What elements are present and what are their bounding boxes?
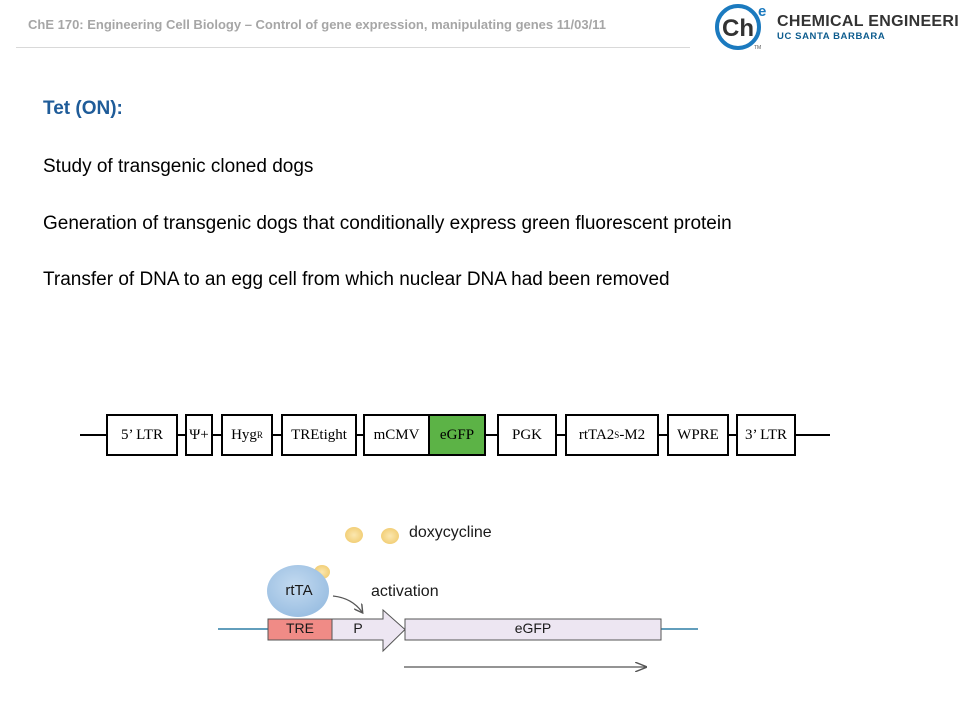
- construct-backbone: [486, 434, 497, 436]
- bullet-3: Transfer of DNA to an egg cell from whic…: [43, 269, 670, 290]
- construct-pgk: PGK: [497, 414, 557, 456]
- logo-superscript: e: [758, 3, 766, 20]
- logo-tm: TM: [754, 45, 761, 51]
- doxycycline-label: doxycycline: [409, 524, 492, 541]
- construct-backbone: [213, 434, 221, 436]
- logo-mark-text: Ch: [722, 15, 754, 42]
- promoter-arrow: [331, 608, 406, 653]
- egfp-gene: [404, 618, 662, 641]
- construct-wpre: WPRE: [667, 414, 729, 456]
- construct-backbone: [357, 434, 363, 436]
- slide-title: Tet (ON):: [43, 98, 123, 119]
- doxycycline-molecule: [345, 527, 363, 543]
- slide-header: ChE 170: Engineering Cell Biology – Cont…: [28, 17, 606, 32]
- construct-backbone: [273, 434, 281, 436]
- header-divider: [16, 47, 690, 48]
- construct-psi: Ψ+: [185, 414, 213, 456]
- egfp-label: eGFP: [514, 620, 552, 636]
- activation-label: activation: [371, 583, 439, 600]
- promoter-label: P: [353, 620, 363, 636]
- construct-3ltr: 3’ LTR: [736, 414, 796, 456]
- che-logo: Ch e TM CHEMICAL ENGINEERING UC SANTA BA…: [714, 0, 960, 54]
- construct-5ltr: 5’ LTR: [106, 414, 178, 456]
- logo-name: CHEMICAL ENGINEERING: [777, 13, 960, 30]
- bullet-1: Study of transgenic cloned dogs: [43, 156, 314, 177]
- rtta-label: rtTA: [285, 582, 313, 599]
- activation-arrow: [332, 595, 362, 612]
- rtta-protein: [267, 565, 329, 617]
- che-logo-mark: Ch e TM: [715, 3, 766, 51]
- construct-egfp: eGFP: [428, 414, 486, 456]
- construct-tretight: TREtight: [281, 414, 357, 456]
- construct-backbone: [178, 434, 185, 436]
- construct-mcmv: mCMV: [363, 414, 430, 456]
- bullet-2: Generation of transgenic dogs that condi…: [43, 213, 732, 234]
- construct-backbone: [80, 434, 106, 436]
- construct-backbone: [557, 434, 565, 436]
- tre-label: TRE: [286, 620, 314, 636]
- construct-backbone: [729, 434, 736, 436]
- logo-sub: UC SANTA BARBARA: [777, 31, 886, 42]
- doxycycline-molecule: [381, 528, 399, 544]
- construct-backbone: [659, 434, 667, 436]
- construct-backbone: [796, 434, 830, 436]
